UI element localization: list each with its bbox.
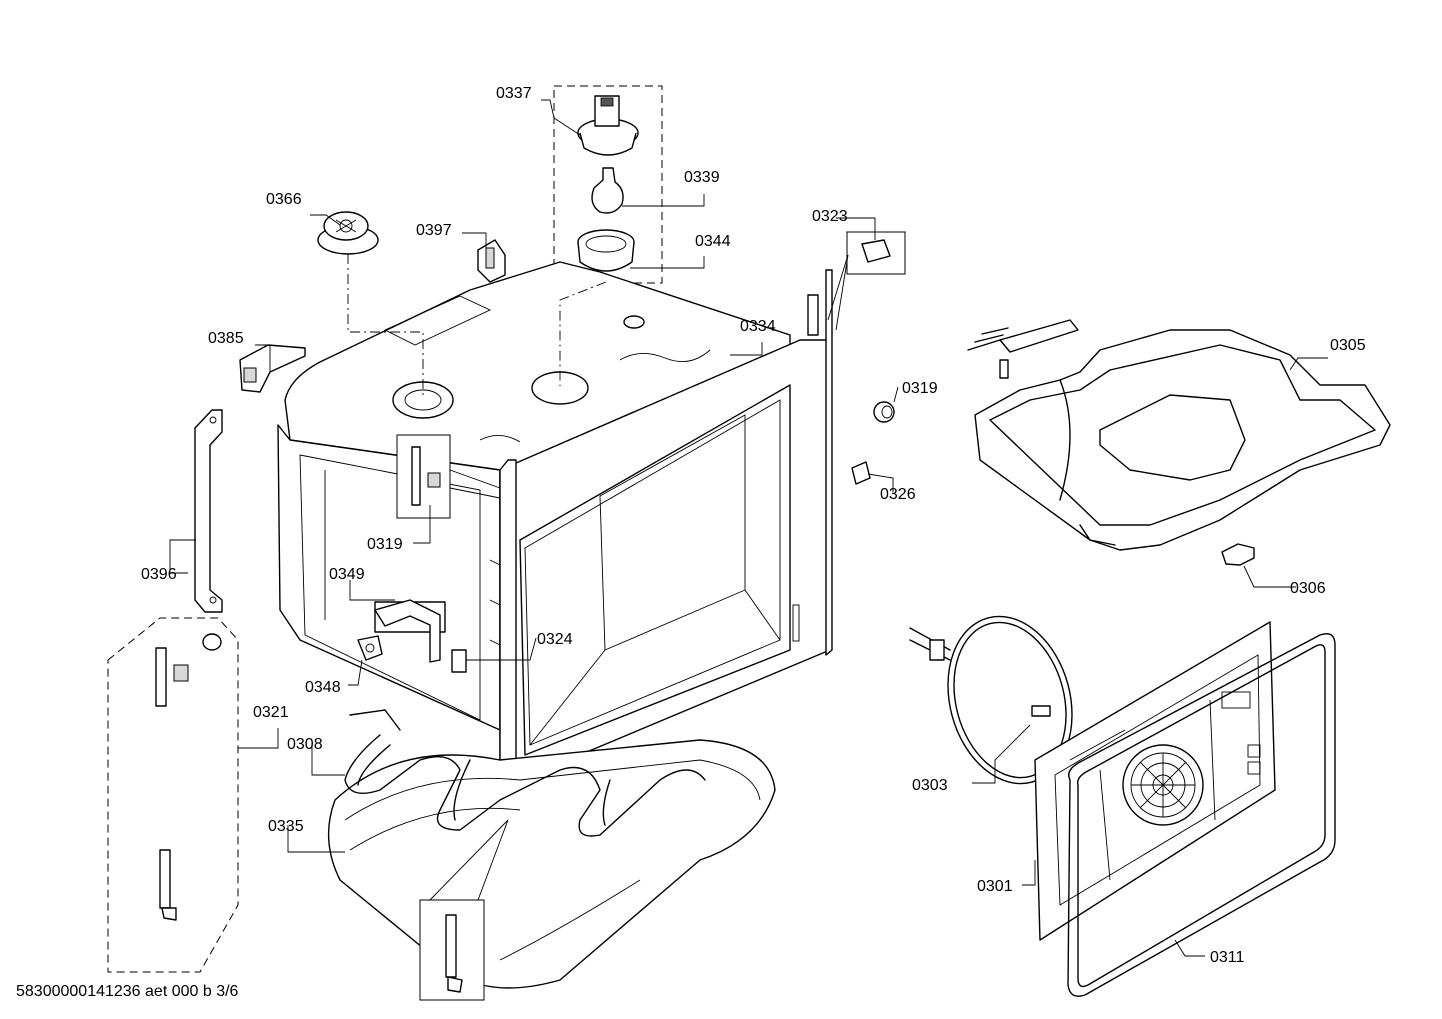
label-0397: 0397 <box>416 222 452 239</box>
document-id: 58300000141236 aet 000 b 3/6 <box>16 983 239 1000</box>
label-0339: 0339 <box>684 169 720 186</box>
boxed-bracket-bottom <box>419 899 485 1001</box>
label-0308: 0308 <box>287 736 323 753</box>
leader-lines <box>169 99 1328 957</box>
label-0321: 0321 <box>253 704 289 721</box>
clip-0306-part <box>1221 543 1255 566</box>
label-0303: 0303 <box>912 777 948 794</box>
lamp-holder-part <box>577 95 639 156</box>
grill-heater-part <box>967 319 1391 551</box>
insulation-mat-part <box>327 739 776 989</box>
bracket-0349-part <box>374 599 441 663</box>
label-0344: 0344 <box>695 233 731 250</box>
clip-0348-part <box>357 635 383 661</box>
lamp-bulb-part <box>591 167 624 214</box>
grommet-0319-part <box>873 401 895 423</box>
label-0319-right: 0319 <box>902 380 938 397</box>
bottom-heater-part <box>344 709 706 837</box>
bracket-0397-part <box>477 239 506 283</box>
label-0396: 0396 <box>141 566 177 583</box>
clip-0385-part <box>239 344 306 393</box>
part-labels: 0337 0339 0344 0366 0397 0323 0334 0385 … <box>141 85 1366 966</box>
boxed-bracket-0319 <box>396 434 451 519</box>
clip-0326-part <box>851 461 871 485</box>
label-0319-left: 0319 <box>367 536 403 553</box>
label-0348: 0348 <box>305 679 341 696</box>
handle-0396-part <box>194 409 223 613</box>
label-0326: 0326 <box>880 486 916 503</box>
label-0349: 0349 <box>329 566 365 583</box>
label-0305: 0305 <box>1330 337 1366 354</box>
label-0335: 0335 <box>268 818 304 835</box>
label-0385: 0385 <box>208 330 244 347</box>
boxed-clip-0323 <box>846 231 906 275</box>
label-0301: 0301 <box>977 878 1013 895</box>
label-0324: 0324 <box>537 631 573 648</box>
lamp-assembly-group <box>553 85 663 284</box>
label-0323: 0323 <box>812 208 848 225</box>
back-panel-part <box>1034 621 1276 941</box>
label-0337: 0337 <box>496 85 532 102</box>
kit-0321-group <box>107 617 239 973</box>
label-0311: 0311 <box>1210 949 1245 966</box>
label-0306: 0306 <box>1290 580 1326 597</box>
door-gasket-part <box>1067 633 1336 997</box>
cap-0366-part <box>317 211 379 255</box>
label-0366: 0366 <box>266 191 302 208</box>
lamp-cover-part <box>577 229 635 272</box>
ring-heater-part <box>909 615 1073 785</box>
label-0334: 0334 <box>740 318 776 335</box>
